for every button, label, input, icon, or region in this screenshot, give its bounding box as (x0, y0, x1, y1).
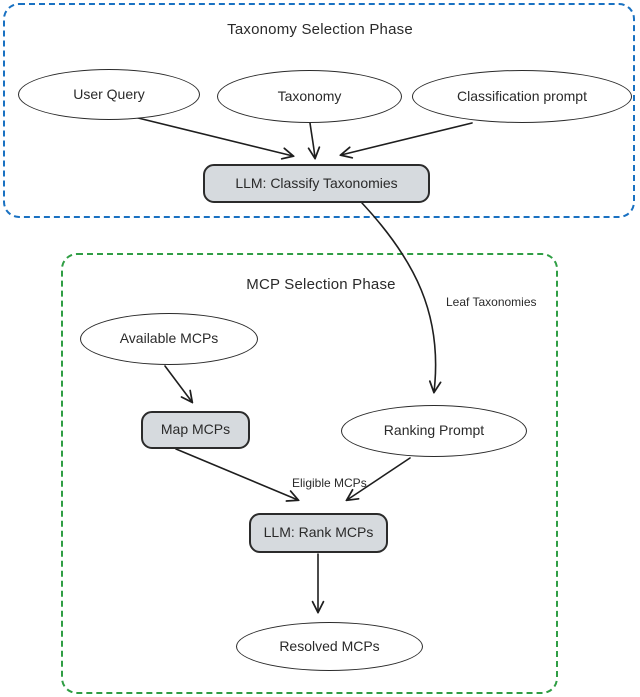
node-resolved-mcps: Resolved MCPs (236, 622, 423, 671)
node-taxonomy-label: Taxonomy (277, 87, 342, 104)
node-user-query-label: User Query (73, 85, 145, 102)
taxonomy-selection-phase-box (3, 3, 635, 218)
edge-label-eligible-mcps: Eligible MCPs (292, 476, 367, 490)
node-map-mcps-label: Map MCPs (160, 421, 231, 438)
node-available-mcps-label: Available MCPs (119, 330, 219, 347)
node-llm-classify-taxonomies: LLM: Classify Taxonomies (203, 164, 430, 203)
node-taxonomy: Taxonomy (217, 70, 402, 123)
node-llm-classify-taxonomies-label: LLM: Classify Taxonomies (235, 174, 398, 191)
node-llm-rank-mcps-label: LLM: Rank MCPs (263, 524, 374, 541)
node-classification-prompt: Classification prompt (412, 70, 632, 123)
node-llm-rank-mcps: LLM: Rank MCPs (249, 513, 388, 553)
node-ranking-prompt: Ranking Prompt (341, 405, 527, 457)
mcp-phase-title: MCP Selection Phase (246, 276, 396, 293)
node-classification-prompt-label: Classification prompt (457, 87, 587, 104)
node-resolved-mcps-label: Resolved MCPs (279, 637, 380, 654)
node-user-query: User Query (18, 69, 200, 120)
node-map-mcps: Map MCPs (141, 411, 250, 449)
node-available-mcps: Available MCPs (80, 313, 258, 365)
taxonomy-phase-title: Taxonomy Selection Phase (227, 21, 413, 38)
edge-label-leaf-taxonomies: Leaf Taxonomies (446, 295, 537, 309)
mcp-selection-phase-box (61, 253, 558, 694)
node-ranking-prompt-label: Ranking Prompt (383, 422, 485, 439)
